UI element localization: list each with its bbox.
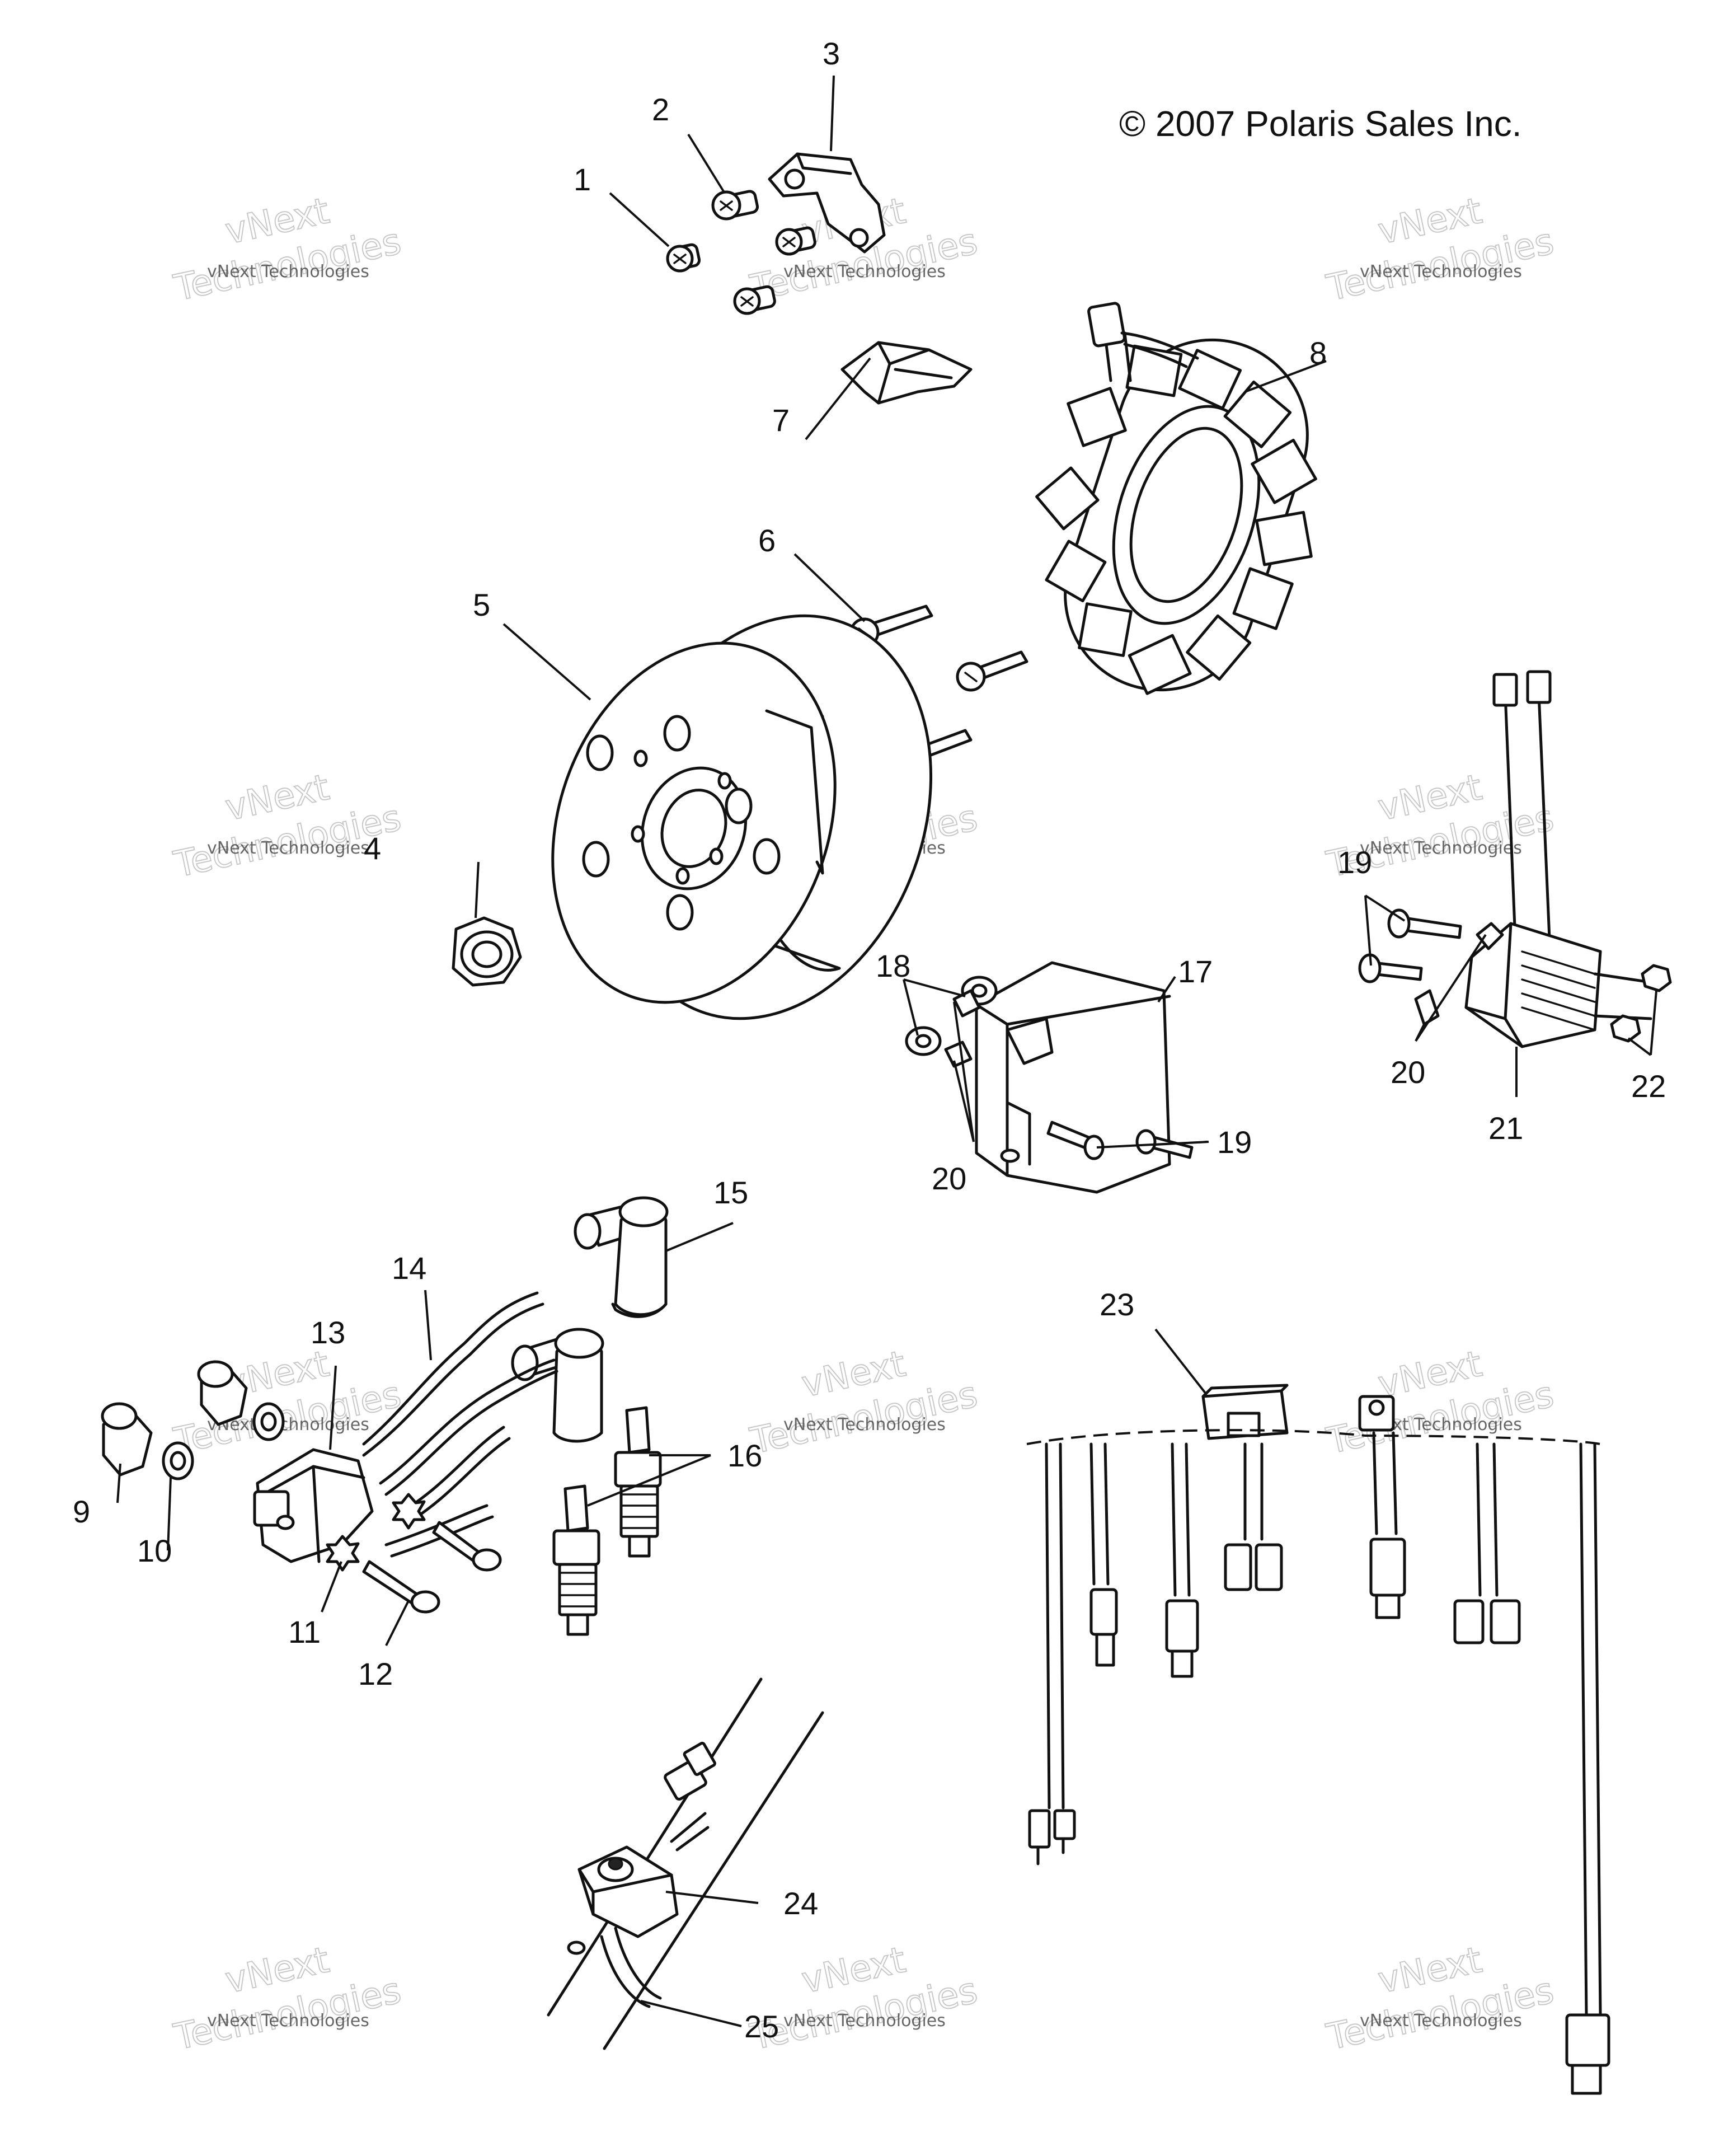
part-11-lock-washer <box>326 1493 426 1572</box>
callout-2: 2 <box>652 92 669 127</box>
svg-text:vNext Technologies: vNext Technologies <box>783 2011 946 2031</box>
callout-22: 22 <box>1631 1068 1666 1104</box>
part-17-cdi-box <box>905 961 1194 1194</box>
part-12-bolt <box>362 1521 502 1614</box>
callout-21: 21 <box>1488 1110 1523 1146</box>
callout-3: 3 <box>823 36 840 71</box>
callout-19-regulator: 19 <box>1337 845 1372 880</box>
callout-14: 14 <box>392 1250 426 1286</box>
callout-10: 10 <box>137 1533 172 1568</box>
part-16-spark-plugs <box>552 1406 662 1636</box>
callout-4: 4 <box>364 831 381 866</box>
callout-8: 8 <box>1309 335 1327 371</box>
svg-text:vNext Technologies: vNext Technologies <box>783 1415 946 1435</box>
part-15-plug-caps <box>511 1196 669 1443</box>
part-24-switch <box>547 1677 824 2050</box>
svg-text:vNext Technologies: vNext Technologies <box>1360 2011 1522 2031</box>
watermark: vNext Technologies vNext Technologies <box>1323 190 1558 310</box>
svg-text:vNext Technologies: vNext Technologies <box>783 262 946 282</box>
callout-18: 18 <box>876 948 910 983</box>
part-10-washer <box>162 1402 285 1480</box>
part-21-regulator <box>1358 670 1672 1048</box>
part-8-stator <box>1035 302 1317 695</box>
part-23-harness <box>1026 1384 1610 2095</box>
watermark: vNext Technologies vNext Technologies <box>1323 1343 1558 1463</box>
part-3-bracket <box>733 152 886 315</box>
watermark: vNext Technologies vNext Technologies <box>170 1939 406 2059</box>
callout-24: 24 <box>783 1886 818 1921</box>
svg-text:vNext Technologies: vNext Technologies <box>1360 838 1522 858</box>
callout-12: 12 <box>358 1656 393 1691</box>
callout-15: 15 <box>713 1175 748 1210</box>
svg-text:vNext Technologies: vNext Technologies <box>207 838 369 858</box>
part-13-ignition-coil <box>253 1448 374 1563</box>
watermark: vNext Technologies vNext Technologies <box>170 766 406 887</box>
part-2-screw <box>711 190 759 221</box>
callout-6: 6 <box>758 523 776 558</box>
callout-7: 7 <box>772 402 790 438</box>
copyright-text: © 2007 Polaris Sales Inc. <box>1119 104 1522 144</box>
callout-16: 16 <box>727 1438 762 1473</box>
part-14-ignition-wires <box>362 1291 558 1558</box>
watermark: vNext Technologies vNext Technologies <box>746 1939 982 2059</box>
watermark-grid: vNext Technologies vNext Technologies vN… <box>170 190 1558 2059</box>
svg-text:vNext Technologies: vNext Technologies <box>1360 262 1522 282</box>
leader-lines <box>116 75 1657 2027</box>
watermark: vNext Technologies vNext Technologies <box>746 1343 982 1463</box>
part-5-flywheel <box>551 614 933 1020</box>
callout-20-cdi: 20 <box>932 1161 966 1196</box>
callout-labels: 1 2 3 5 4 6 7 8 9 10 11 12 13 14 15 16 1… <box>73 36 1666 2044</box>
callout-17: 17 <box>1178 954 1213 989</box>
part-1-screw <box>666 243 701 273</box>
callout-25: 25 <box>744 2009 779 2044</box>
callout-5: 5 <box>473 587 490 622</box>
svg-text:vNext Technologies: vNext Technologies <box>207 262 369 282</box>
watermark: vNext Technologies vNext Technologies <box>170 190 406 310</box>
callout-23: 23 <box>1100 1287 1134 1322</box>
part-4-nut <box>452 916 522 987</box>
callout-19-cdi: 19 <box>1217 1124 1252 1160</box>
svg-text:vNext Technologies: vNext Technologies <box>207 2011 369 2031</box>
callout-20-regulator: 20 <box>1391 1054 1425 1090</box>
callout-11: 11 <box>288 1614 321 1649</box>
callout-13: 13 <box>311 1315 345 1350</box>
callout-9: 9 <box>73 1494 90 1529</box>
part-25-strap <box>567 1927 662 2008</box>
part-9-bushing <box>101 1360 248 1477</box>
watermark: vNext Technologies vNext Technologies <box>1323 1939 1558 2059</box>
part-7-clip <box>840 341 973 405</box>
callout-1: 1 <box>574 162 591 197</box>
